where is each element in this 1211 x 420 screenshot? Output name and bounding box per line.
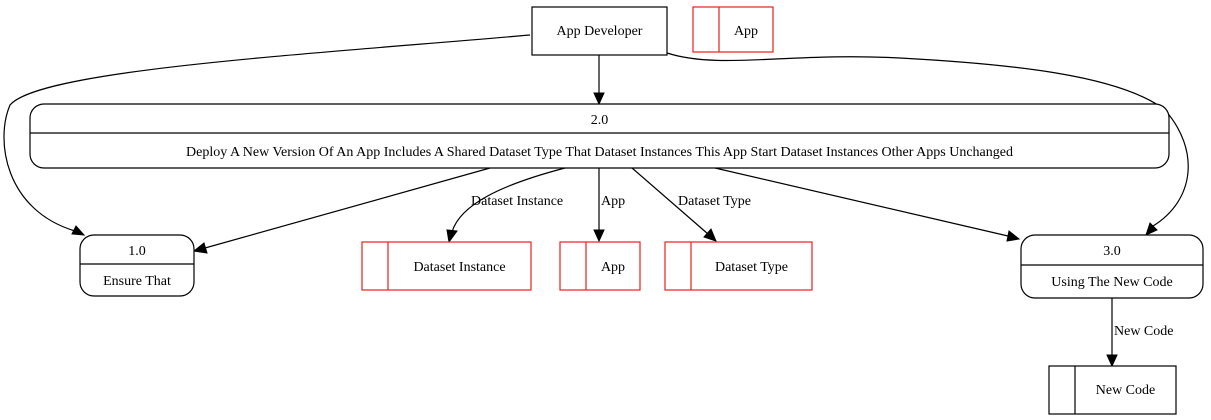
arrowhead [703, 228, 717, 242]
arrowhead [446, 229, 458, 244]
store-dataset-instance-label: Dataset Instance [413, 260, 505, 275]
store-dataset-instance[interactable]: Dataset Instance [361, 241, 532, 291]
store-dataset-type-label: Dataset Type [715, 260, 788, 275]
store-new-code-label: New Code [1096, 383, 1156, 398]
store-app-label: App [601, 260, 625, 275]
arrowhead [593, 92, 605, 106]
edge-label-app: App [601, 194, 625, 209]
store-new-code[interactable]: New Code [1048, 365, 1177, 415]
edge-deploy-to-using [714, 167, 1009, 237]
process-2[interactable]: 2.0 Deploy A New Version Of An App Inclu… [29, 103, 1170, 169]
entity-app-developer-label: App Developer [557, 24, 643, 39]
process-3-id: 3.0 [1103, 244, 1121, 259]
arrowhead [1145, 222, 1158, 236]
process-2-label: Deploy A New Version Of An App Includes … [186, 145, 1013, 160]
edge-developer-to-using [666, 52, 1189, 227]
arrowhead [1006, 230, 1021, 242]
process-2-id: 2.0 [591, 113, 609, 128]
process-3[interactable]: 3.0 Using The New Code [1020, 234, 1204, 299]
process-3-label: Using The New Code [1051, 275, 1172, 290]
process-1-id: 1.0 [128, 244, 146, 259]
arrowhead [71, 225, 86, 236]
legend-store-app-label: App [734, 24, 758, 39]
edge-label-dataset-instance: Dataset Instance [471, 194, 563, 209]
arrowhead [192, 242, 208, 254]
arrowhead [593, 229, 605, 243]
edge-deploy-to-dataset-instance [451, 167, 566, 233]
legend-store-app: App [692, 6, 774, 53]
process-1-label: Ensure That [103, 274, 171, 289]
store-dataset-type[interactable]: Dataset Type [664, 241, 813, 291]
edge-label-new-code: New Code [1114, 324, 1174, 339]
store-app[interactable]: App [559, 241, 641, 291]
entity-app-developer[interactable]: App Developer [531, 6, 668, 56]
edge-label-dataset-type: Dataset Type [678, 194, 751, 209]
edge-deploy-to-ensure [204, 167, 491, 249]
edge-developer-to-ensure [3, 34, 531, 232]
edge-deploy-to-dataset-type [631, 167, 709, 235]
process-1[interactable]: 1.0 Ensure That [79, 234, 195, 297]
arrowhead [1106, 354, 1118, 368]
